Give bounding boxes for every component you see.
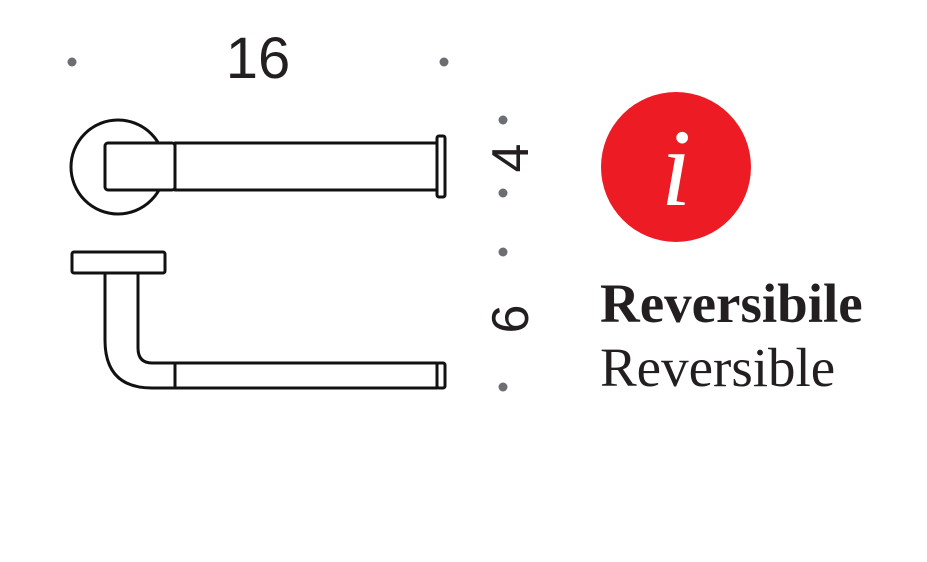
bar-side xyxy=(173,361,439,390)
top-view xyxy=(70,250,447,390)
dimension-dot xyxy=(498,188,508,198)
dimension-dots xyxy=(67,57,508,392)
dimension-dot xyxy=(67,57,77,67)
end-cap-side xyxy=(435,361,447,390)
dimension-dot xyxy=(498,382,508,392)
bottom-height-dimension: 6 xyxy=(482,305,540,334)
bar-base xyxy=(103,141,177,192)
label-english: Reversible xyxy=(600,337,835,398)
info-icon: i xyxy=(601,92,751,242)
wall-plate-side xyxy=(70,250,167,275)
front-view xyxy=(69,118,447,216)
label-italian: Reversibile xyxy=(600,273,863,334)
end-cap xyxy=(435,134,447,199)
dimension-dot xyxy=(498,247,508,257)
info-icon-circle xyxy=(601,92,751,242)
info-icon-glyph: i xyxy=(661,107,692,229)
bar xyxy=(173,141,439,192)
dimension-dot xyxy=(439,57,449,67)
width-dimension: 16 xyxy=(226,26,291,91)
top-height-dimension: 4 xyxy=(482,144,540,173)
bent-arm xyxy=(103,270,177,390)
dimension-dot xyxy=(498,115,508,125)
